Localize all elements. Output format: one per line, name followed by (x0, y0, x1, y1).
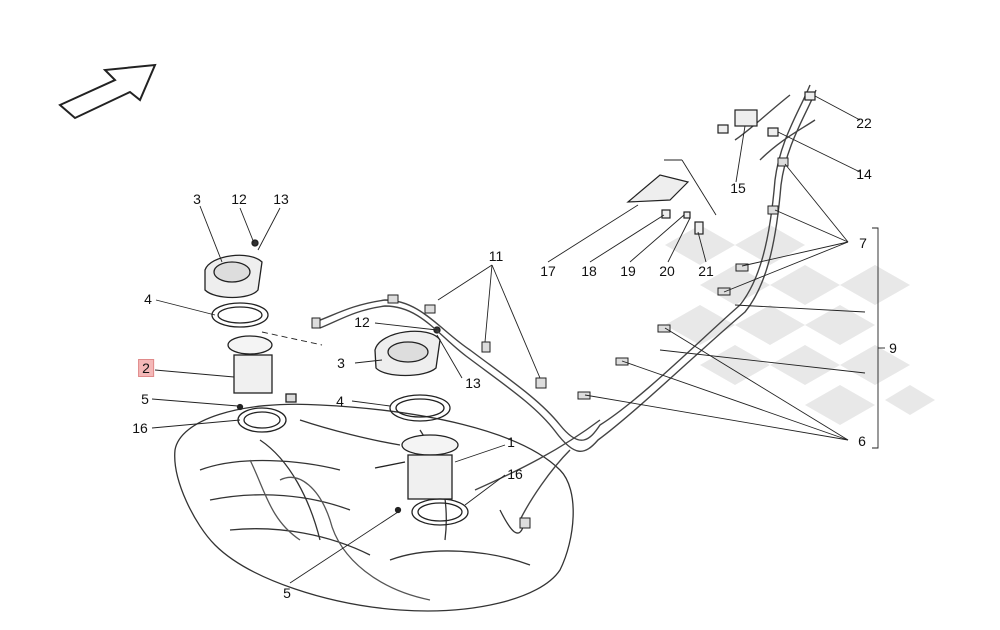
callout-4-right[interactable]: 4 (336, 393, 344, 409)
callout-2[interactable]: 2 (138, 359, 154, 377)
callout-16-left[interactable]: 16 (132, 420, 148, 436)
callout-17[interactable]: 17 (540, 263, 556, 279)
left-pump-assembly (204, 239, 297, 433)
callout-13-right[interactable]: 13 (465, 375, 481, 391)
callout-1[interactable]: 1 (507, 434, 515, 450)
callout-22[interactable]: 22 (856, 115, 872, 131)
callout-21[interactable]: 21 (698, 263, 714, 279)
fuel-filter (626, 91, 816, 235)
direction-arrow-icon (58, 63, 157, 120)
callout-13-left[interactable]: 13 (273, 191, 289, 207)
tank-drawing (174, 403, 574, 612)
callout-19[interactable]: 19 (620, 263, 636, 279)
right-pump-assembly (374, 326, 469, 526)
callout-3-left[interactable]: 3 (193, 191, 201, 207)
callout-18[interactable]: 18 (581, 263, 597, 279)
callout-3-right[interactable]: 3 (337, 355, 345, 371)
leader-lines (151, 95, 885, 584)
callout-20[interactable]: 20 (659, 263, 675, 279)
callout-9[interactable]: 9 (889, 340, 897, 356)
watermark (665, 225, 935, 425)
callout-12-left[interactable]: 12 (231, 191, 247, 207)
callout-5-bottom[interactable]: 5 (283, 585, 291, 601)
callout-5-left[interactable]: 5 (141, 391, 149, 407)
callout-11[interactable]: 11 (488, 248, 504, 264)
callout-14[interactable]: 14 (856, 166, 872, 182)
callout-12-right[interactable]: 12 (354, 314, 370, 330)
callout-6[interactable]: 6 (858, 433, 866, 449)
line-clips (311, 157, 789, 529)
callout-15[interactable]: 15 (730, 180, 746, 196)
callout-16-right[interactable]: 16 (507, 466, 523, 482)
callout-7[interactable]: 7 (859, 235, 867, 251)
fuel-lines (314, 84, 817, 521)
callout-4-left[interactable]: 4 (144, 291, 152, 307)
